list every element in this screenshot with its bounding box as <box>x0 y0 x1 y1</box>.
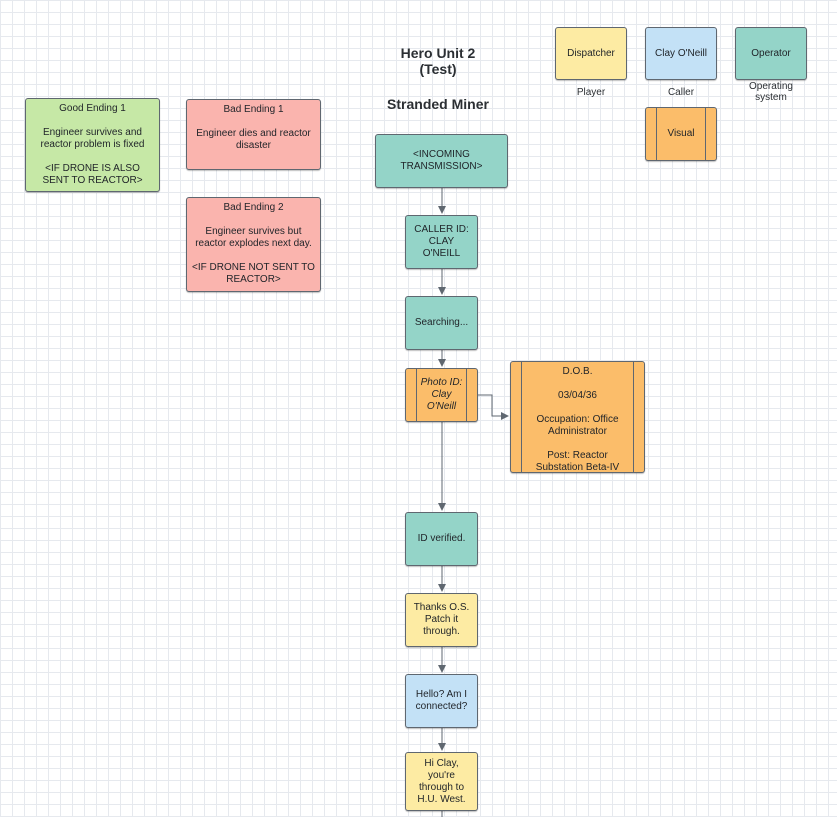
caller-id-node[interactable]: CALLER ID: CLAY O'NEILL <box>405 215 478 269</box>
legend-caller[interactable]: Clay O'Neill <box>645 27 717 80</box>
legend-dispatcher-caption: Player <box>576 87 606 98</box>
thanks-os-node[interactable]: Thanks O.S. Patch it through. <box>405 593 478 647</box>
good-ending-1[interactable]: Good Ending 1 Engineer survives and reac… <box>25 98 160 192</box>
bad-ending-1[interactable]: Bad Ending 1 Engineer dies and reactor d… <box>186 99 321 170</box>
caller-details-node[interactable]: D.O.B. 03/04/36 Occupation: Office Admin… <box>510 361 645 473</box>
edge-photo-details <box>478 394 509 420</box>
legend-dispatcher[interactable]: Dispatcher <box>555 27 627 80</box>
hi-clay-node[interactable]: Hi Clay, you're through to H.U. West. <box>405 752 478 811</box>
legend-visual[interactable]: Visual <box>645 107 717 161</box>
legend-operator-caption: Operating system <box>749 81 793 103</box>
legend-caller-caption: Caller <box>667 87 695 98</box>
diagram-title: Hero Unit 2 (Test) <box>400 45 476 77</box>
hello-connected-node[interactable]: Hello? Am I connected? <box>405 674 478 728</box>
searching-node[interactable]: Searching... <box>405 296 478 350</box>
diagram-subtitle: Stranded Miner <box>387 96 489 112</box>
incoming-transmission-node[interactable]: <INCOMING TRANSMISSION> <box>375 134 508 188</box>
id-verified-node[interactable]: ID verified. <box>405 512 478 566</box>
legend-operator[interactable]: Operator <box>735 27 807 80</box>
photo-id-node[interactable]: Photo ID: Clay O'Neill <box>405 368 478 422</box>
bad-ending-2[interactable]: Bad Ending 2 Engineer survives but react… <box>186 197 321 292</box>
